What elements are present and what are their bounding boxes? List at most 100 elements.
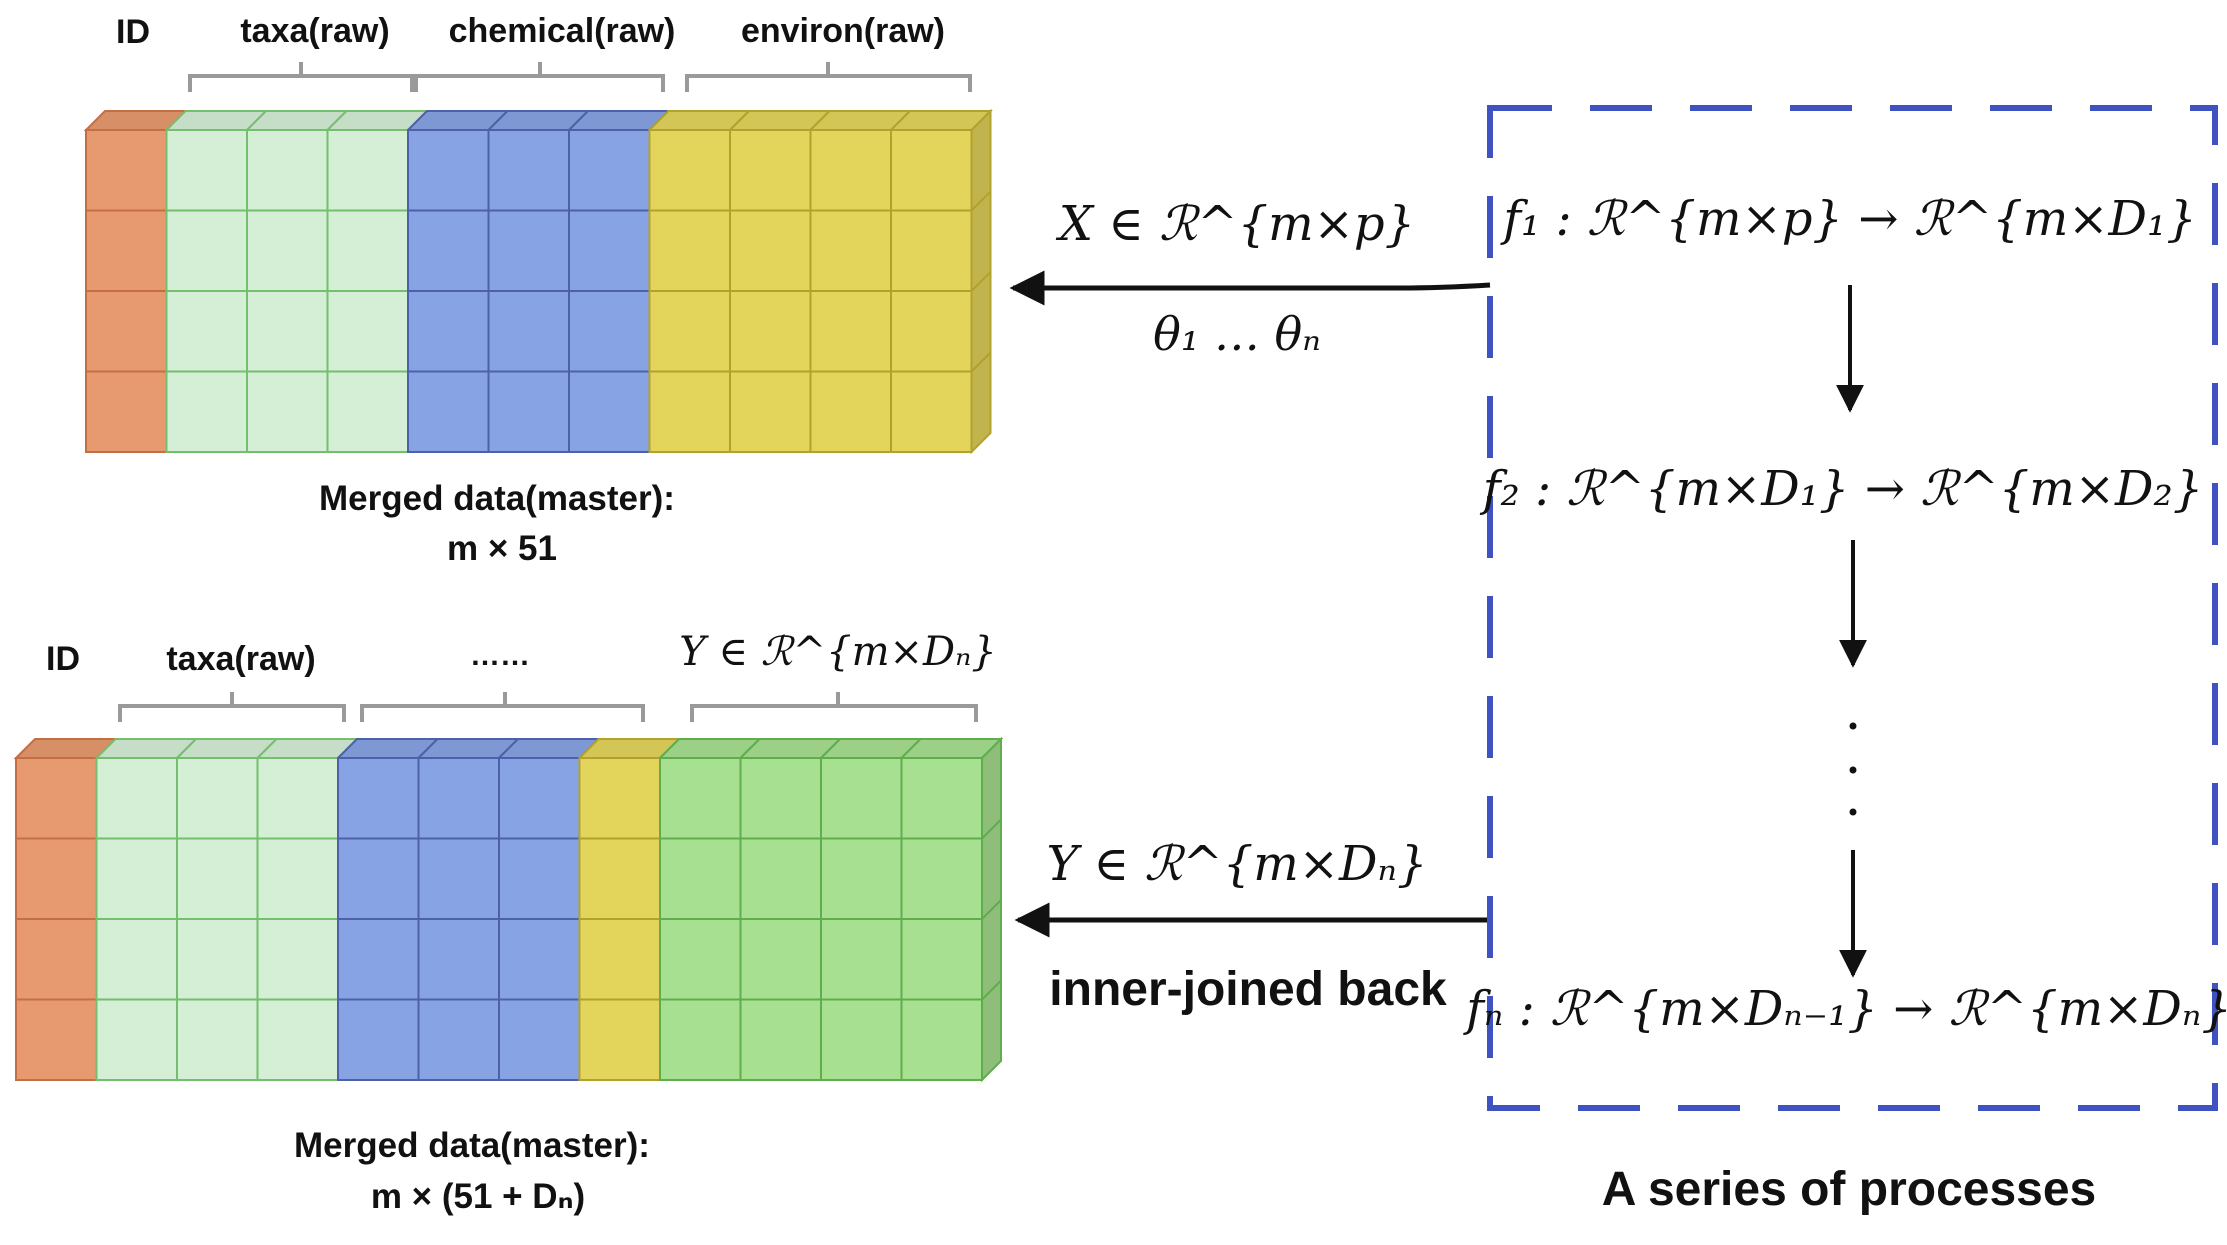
top-block-cell (890, 129, 973, 212)
top-block-cell (648, 370, 731, 453)
top-block-cell (246, 209, 329, 292)
bottom-block-cell (820, 918, 903, 1001)
bottom-caption-line1: Merged data(master): (294, 1126, 650, 1165)
process-dashed-box (1487, 105, 2218, 1111)
bottom-block-cell (256, 837, 339, 920)
bottom-block-cell (337, 837, 420, 920)
bottom-block-cell (659, 757, 742, 840)
top-block-cell (407, 129, 490, 212)
top-block-cell (729, 290, 812, 373)
bottom-block-cell (498, 757, 581, 840)
top-block-cell (407, 209, 490, 292)
bottom-block-cell (256, 918, 339, 1001)
top-chemical-label: chemical(raw) (449, 12, 676, 50)
bottom-id-label: ID (46, 640, 80, 678)
bottom-block-cell (337, 757, 420, 840)
top-block-cell (890, 209, 973, 292)
bottom-block-cell (176, 757, 259, 840)
top-block-cell (85, 290, 168, 373)
top-block-side-line (970, 271, 992, 292)
bottom-block-cell (95, 998, 178, 1081)
top-id-label: ID (116, 13, 150, 51)
bottom-block-cell (256, 998, 339, 1081)
bottom-block-cell (337, 998, 420, 1081)
top-block-cell (487, 370, 570, 453)
top-arrow-label-above: X ∈ ℛ^{m×p} (1055, 196, 1415, 252)
top-block-cell (487, 290, 570, 373)
bottom-y-label: Y ∈ ℛ^{m×Dₙ} (679, 629, 997, 675)
bottom-block-cell (498, 837, 581, 920)
bottom-block-cell (820, 998, 903, 1081)
top-block-cell (326, 129, 409, 212)
bottom-block-cell (176, 998, 259, 1081)
bottom-block-cell (95, 918, 178, 1001)
bottom-block-cell (739, 837, 822, 920)
bottom-block-cell (15, 757, 98, 840)
top-block-cell (809, 290, 892, 373)
bottom-caption-line2: m × (51 + Dₙ) (371, 1177, 585, 1216)
top-arrow-label-below: θ₁ … θₙ (1153, 307, 1321, 361)
bottom-block-cell (578, 918, 661, 1001)
top-block-side-line (970, 190, 992, 212)
bottom-block-cell (578, 998, 661, 1081)
top-block-cell (648, 209, 731, 292)
bottom-ellipsis-label: …… (470, 639, 530, 672)
top-block-cell (246, 370, 329, 453)
top-block-cell (729, 209, 812, 292)
top-block-cell (85, 209, 168, 292)
top-arrow (1009, 270, 1491, 306)
top-block-cell (568, 209, 651, 292)
bottom-block-cell (900, 998, 983, 1081)
bottom-block-side-line (981, 899, 1002, 920)
top-block-cell (568, 370, 651, 453)
top-block-cell (326, 290, 409, 373)
bottom-block-cell (256, 757, 339, 840)
bottom-block-cell (659, 837, 742, 920)
bottom-block-cell (176, 837, 259, 920)
bottom-block-cell (417, 757, 500, 840)
top-block-cell (246, 290, 329, 373)
bottom-block-cell (900, 837, 983, 920)
top-block-cell (729, 129, 812, 212)
top-taxa-label: taxa(raw) (240, 12, 389, 50)
bottom-block-cell (417, 998, 500, 1081)
bottom-block-cell (95, 837, 178, 920)
bottom-arrow-label-above: Y ∈ ℛ^{m×Dₙ} (1047, 836, 1428, 892)
bottom-block-cell (337, 918, 420, 1001)
top-block-cell (165, 209, 248, 292)
top-block-cell (85, 370, 168, 453)
bottom-block-cell (739, 757, 822, 840)
bottom-block-cell (15, 998, 98, 1081)
bottom-block-cell (578, 757, 661, 840)
bottom-block-cell (417, 918, 500, 1001)
top-block-cell (729, 370, 812, 453)
top-brackets (188, 62, 972, 92)
process-step-1: f₁ : ℛ^{m×p} → ℛ^{m×D₁} (1500, 191, 2197, 247)
top-block-cell (809, 209, 892, 292)
bottom-block-side-line (981, 979, 1002, 1001)
top-block-cell (165, 290, 248, 373)
bottom-block-cell (900, 757, 983, 840)
top-block-cell (85, 129, 168, 212)
bottom-block-cell (659, 918, 742, 1001)
top-block-side-line (970, 351, 992, 373)
bottom-block-cell (15, 918, 98, 1001)
bottom-block-cell (15, 837, 98, 920)
top-block-cell (890, 370, 973, 453)
top-block-cell (165, 370, 248, 453)
bottom-block-cell (820, 757, 903, 840)
bottom-block-cell (820, 837, 903, 920)
bottom-block-cell (900, 918, 983, 1001)
bottom-block-side-line (981, 818, 1002, 840)
top-block-cell (809, 370, 892, 453)
top-block-cell (568, 290, 651, 373)
bottom-block-cell (739, 998, 822, 1081)
top-caption-line2: m × 51 (447, 529, 557, 568)
top-block-cell (890, 290, 973, 373)
top-block-cell (648, 290, 731, 373)
top-block-cell (487, 209, 570, 292)
bottom-block-cell (95, 757, 178, 840)
top-block-cell (407, 370, 490, 453)
process-vertical-ellipsis (1849, 722, 1857, 816)
